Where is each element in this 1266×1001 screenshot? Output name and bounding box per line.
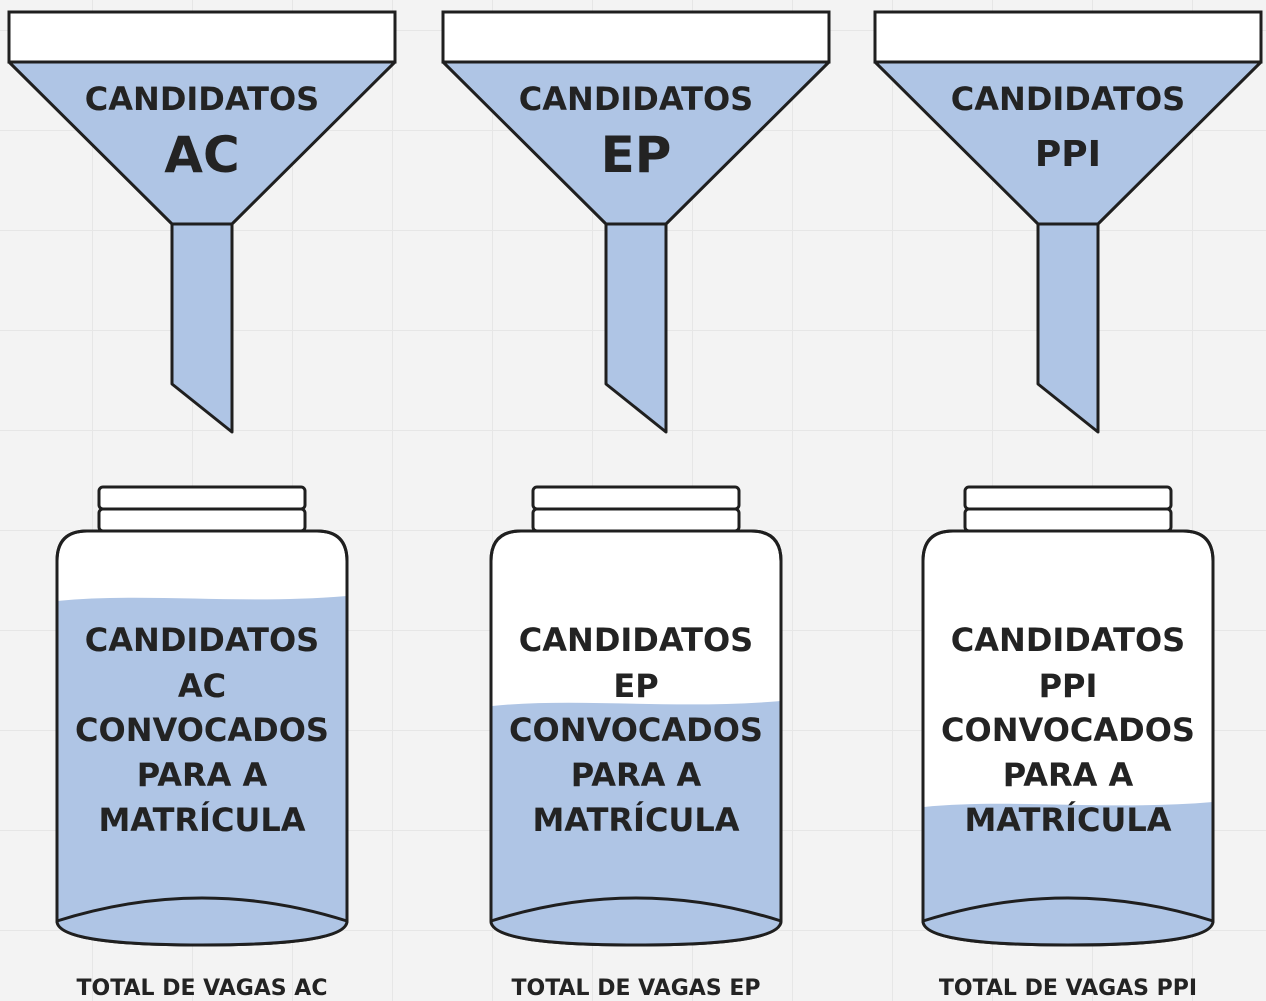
jar-label-line-4: PARA A bbox=[137, 756, 268, 794]
funnel-title: CANDIDATOS bbox=[519, 80, 753, 118]
funnel-spout bbox=[1036, 222, 1100, 434]
funnel-ac: CANDIDATOS AC bbox=[7, 10, 397, 434]
jar-lid-top bbox=[97, 485, 307, 511]
caption-total-vagas: TOTAL DE VAGAS PPI bbox=[939, 976, 1197, 1001]
jar-label-line-1: CANDIDATOS bbox=[951, 621, 1185, 659]
jar-lid-top bbox=[531, 485, 741, 511]
funnel-rim bbox=[441, 10, 831, 64]
jar-label-line-2: AC bbox=[178, 667, 226, 705]
jar-label-line-3: CONVOCADOS bbox=[75, 711, 329, 749]
jar-label-line-1: CANDIDATOS bbox=[85, 621, 319, 659]
jar-base-curve bbox=[490, 896, 782, 923]
jar-lid-bottom bbox=[97, 507, 307, 533]
column-ppi: CANDIDATOS PPI CANDIDATOS PPI CONVOCADOS… bbox=[873, 10, 1263, 1001]
jar-liquid bbox=[57, 595, 347, 945]
funnel-spout bbox=[604, 222, 668, 434]
jar-ep: CANDIDATOS EP CONVOCADOS PARA A MATRÍCUL… bbox=[489, 485, 783, 947]
jar-label-line-1: CANDIDATOS bbox=[519, 621, 753, 659]
jar-ac: CANDIDATOS AC CONVOCADOS PARA A MATRÍCUL… bbox=[55, 485, 349, 947]
column-ep: CANDIDATOS EP CANDIDATOS EP CONVOCADOS P… bbox=[441, 10, 831, 1001]
funnel-code: EP bbox=[601, 126, 672, 184]
jar-label-line-2: PPI bbox=[1039, 667, 1098, 705]
jar-base-curve bbox=[56, 896, 348, 923]
funnel-rim bbox=[873, 10, 1263, 64]
jar-label-line-5: MATRÍCULA bbox=[964, 801, 1171, 839]
jar-liquid bbox=[491, 700, 781, 945]
funnel-rim bbox=[7, 10, 397, 64]
jar-lid-bottom bbox=[963, 507, 1173, 533]
funnel-ppi: CANDIDATOS PPI bbox=[873, 10, 1263, 434]
jar-outline bbox=[921, 529, 1215, 947]
jar-label-line-5: MATRÍCULA bbox=[532, 801, 739, 839]
jar-label-line-3: CONVOCADOS bbox=[941, 711, 1195, 749]
funnel-title: CANDIDATOS bbox=[951, 80, 1185, 118]
jar-label-line-5: MATRÍCULA bbox=[98, 801, 305, 839]
jar-ppi: CANDIDATOS PPI CONVOCADOS PARA A MATRÍCU… bbox=[921, 485, 1215, 947]
jar-outline bbox=[489, 529, 783, 947]
funnel-code: PPI bbox=[1035, 134, 1101, 175]
caption-total-vagas: TOTAL DE VAGAS EP bbox=[512, 976, 761, 1001]
funnel-ep: CANDIDATOS EP bbox=[441, 10, 831, 434]
funnel-code: AC bbox=[164, 126, 239, 184]
funnel-spout bbox=[170, 222, 234, 434]
jar-label-line-2: EP bbox=[613, 667, 658, 705]
jar-base-curve bbox=[922, 896, 1214, 923]
caption-total-vagas: TOTAL DE VAGAS AC bbox=[77, 976, 328, 1001]
jar-lid-top bbox=[963, 485, 1173, 511]
jar-lid-bottom bbox=[531, 507, 741, 533]
jar-liquid bbox=[923, 801, 1213, 945]
jar-label-line-4: PARA A bbox=[1003, 756, 1134, 794]
funnel-title: CANDIDATOS bbox=[85, 80, 319, 118]
column-ac: CANDIDATOS AC CANDIDATOS AC CONVOCADOS P… bbox=[7, 10, 397, 1001]
jar-label-line-4: PARA A bbox=[571, 756, 702, 794]
jar-label-line-3: CONVOCADOS bbox=[509, 711, 763, 749]
jar-outline bbox=[55, 529, 349, 947]
